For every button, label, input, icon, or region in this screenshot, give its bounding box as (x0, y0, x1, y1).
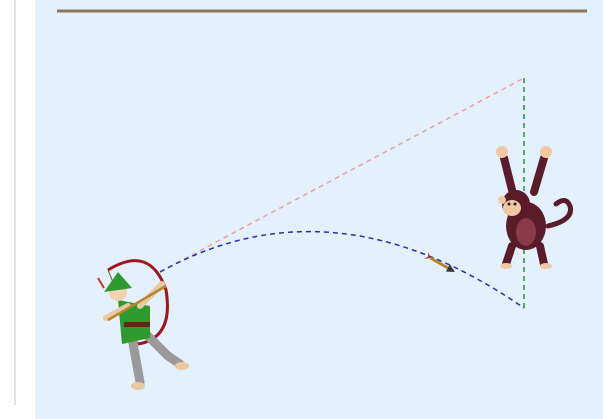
monkey-icon (496, 146, 571, 269)
trajectory-curve (160, 232, 524, 308)
aim-line (160, 78, 524, 272)
arrow-icon (424, 252, 457, 275)
scene-frame (35, 0, 603, 419)
left-divider (14, 0, 16, 405)
archer-icon (98, 261, 189, 390)
scene-canvas (35, 0, 603, 419)
